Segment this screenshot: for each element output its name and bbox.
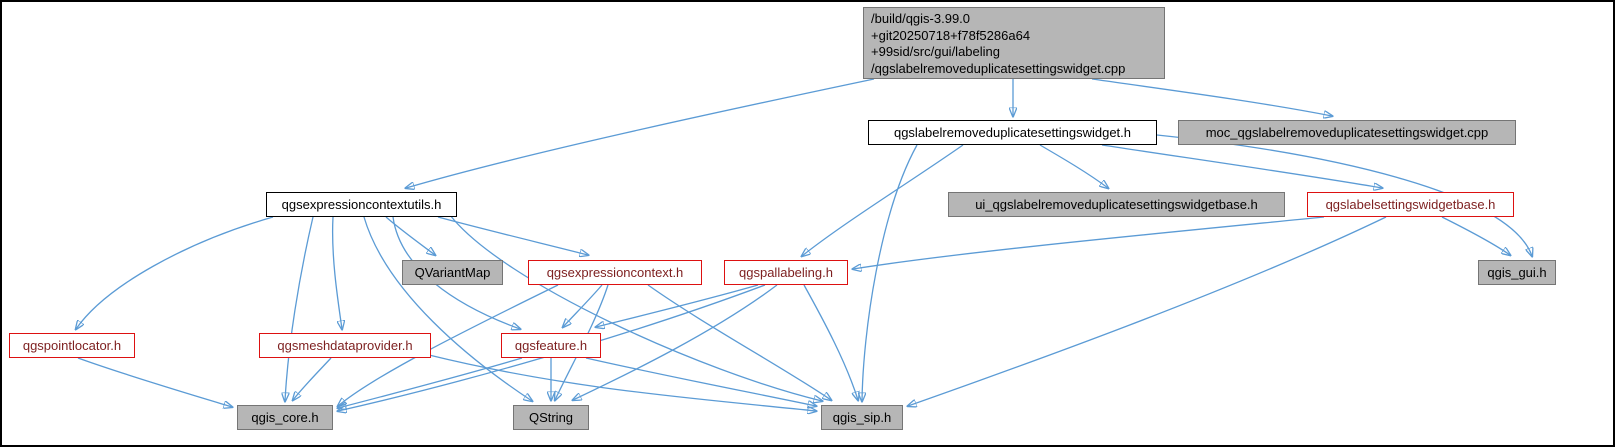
edge-cpp-main-to-moc-cpp — [1091, 78, 1332, 116]
edge-utils-h-to-meshdataprovider-h — [331, 216, 342, 329]
node-moc-qgslabelremoveduplicatesettingswidget-cpp: moc_qgslabelremoveduplicatesettingswidge… — [1178, 120, 1516, 145]
node-qgsmeshdataprovider-h[interactable]: qgsmeshdataprovider.h — [259, 333, 431, 358]
edge-feature-h-to-qgis-core-h — [338, 357, 523, 408]
node-main-cpp-file: /build/qgis-3.99.0 +git20250718+f78f5286… — [863, 7, 1165, 79]
node-qstring: QString — [513, 405, 589, 430]
node-ui-qgslabelremoveduplicatesettingswidgetbase-h: ui_qgslabelremoveduplicatesettingswidget… — [948, 192, 1285, 217]
edge-feature-h-to-qgis-sip-h — [585, 357, 816, 406]
edge-utils-h-to-qvariantmap — [385, 216, 435, 255]
edge-utils-h-to-qgis-core-h — [285, 216, 314, 401]
edge-meshdataprovider-h-to-qgis-core-h — [293, 357, 332, 400]
node-qgsfeature-h[interactable]: qgsfeature.h — [501, 333, 601, 358]
node-qvariantmap: QVariantMap — [402, 260, 503, 285]
node-qgslabelremoveduplicatesettingswidget-h[interactable]: qgslabelremoveduplicatesettingswidget.h — [868, 120, 1157, 145]
edge-widget-h-to-widgetbase-h — [1101, 144, 1382, 188]
edge-widget-h-to-pallabeling-h — [802, 144, 964, 256]
edge-utils-h-to-qgis-sip-h — [449, 214, 822, 401]
edge-utils-h-to-pointlocator-h — [76, 216, 274, 329]
edge-widgetbase-h-to-pallabeling-h — [853, 216, 1325, 269]
node-qgis-core-h: qgis_core.h — [237, 405, 333, 430]
edge-pallabeling-h-to-qstring — [573, 284, 778, 400]
node-qgis-sip-h: qgis_sip.h — [821, 405, 903, 430]
edge-meshdataprovider-h-to-qgis-sip-h — [428, 354, 816, 411]
edge-widgetbase-h-to-qgis-sip-h — [908, 216, 1387, 406]
edge-pallabeling-h-to-qgis-sip-h — [803, 284, 858, 400]
edge-widget-h-to-qgis-sip-h — [862, 144, 918, 401]
node-qgslabelsettingswidgetbase-h[interactable]: qgslabelsettingswidgetbase.h — [1307, 192, 1514, 217]
edge-exprcontext-h-to-feature-h — [563, 284, 603, 327]
edge-pallabeling-h-to-feature-h — [596, 284, 759, 327]
node-qgspointlocator-h[interactable]: qgspointlocator.h — [9, 333, 135, 358]
edge-cpp-main-to-utils-h — [406, 78, 875, 188]
edge-widget-h-to-ui-base-h — [1039, 144, 1108, 188]
node-qgspallabeling-h[interactable]: qgspallabeling.h — [724, 260, 848, 285]
node-qgis-gui-h: qgis_gui.h — [1478, 260, 1556, 285]
edge-widgetbase-h-to-qgis-gui-h — [1441, 216, 1510, 255]
node-qgsexpressioncontextutils-h[interactable]: qgsexpressioncontextutils.h — [266, 192, 457, 217]
edge-utils-h-to-exprcontext-h — [437, 216, 588, 255]
edge-pointlocator-h-to-qgis-core-h — [77, 357, 232, 407]
edge-exprcontext-h-to-qgis-sip-h — [647, 284, 831, 400]
edge-utils-h-to-qstring — [363, 216, 532, 401]
node-qgsexpressioncontext-h[interactable]: qgsexpressioncontext.h — [528, 260, 702, 285]
